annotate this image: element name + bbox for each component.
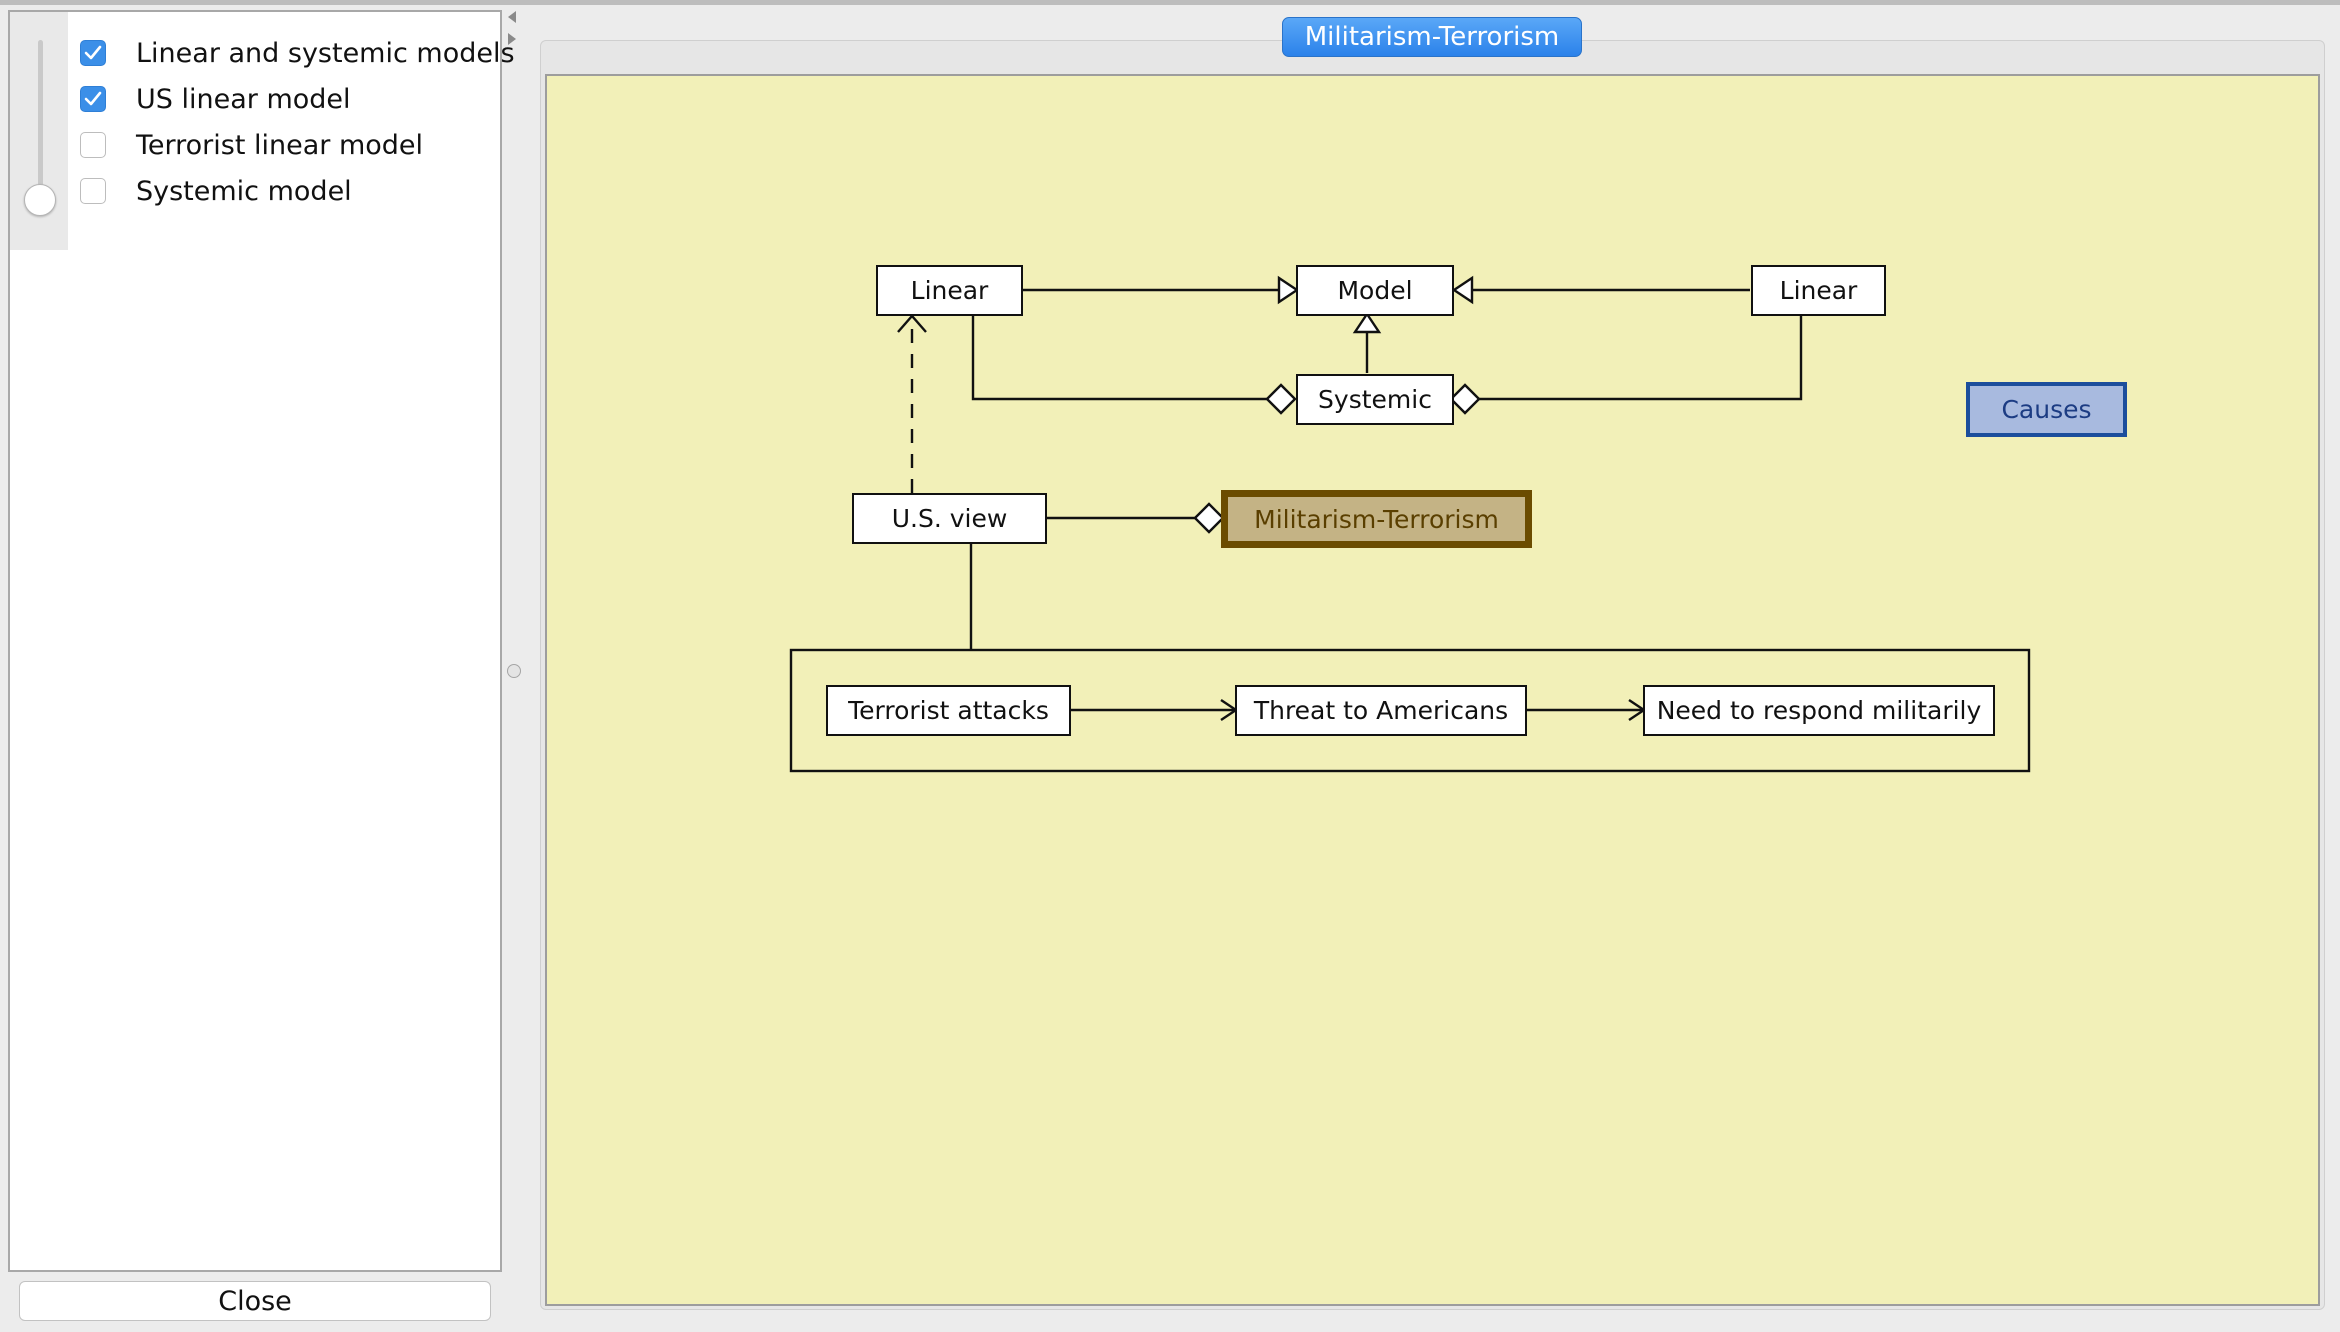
slider-track: [38, 40, 43, 200]
window-top-edge: [0, 0, 2340, 5]
layer-label: Systemic model: [136, 175, 352, 207]
node-systemic[interactable]: Systemic: [1296, 374, 1454, 425]
close-button[interactable]: Close: [19, 1281, 491, 1321]
layer-item-systemic[interactable]: Systemic model: [80, 168, 515, 214]
node-causes[interactable]: Causes: [1966, 382, 2127, 437]
diagram-canvas[interactable]: Linear Model Linear Systemic U.S. view M…: [545, 74, 2320, 1306]
checkbox-systemic[interactable]: [80, 178, 106, 204]
checkbox-us-linear[interactable]: [80, 86, 106, 112]
node-threat-to-americans[interactable]: Threat to Americans: [1235, 685, 1527, 736]
node-model[interactable]: Model: [1296, 265, 1454, 316]
node-terrorist-attacks[interactable]: Terrorist attacks: [826, 685, 1071, 736]
zoom-slider[interactable]: [10, 12, 68, 250]
checkbox-linear-and-systemic[interactable]: [80, 40, 106, 66]
checkmark-icon: [84, 45, 102, 60]
collapse-arrows-icon[interactable]: [505, 8, 519, 48]
layer-item-terrorist-linear[interactable]: Terrorist linear model: [80, 122, 515, 168]
slider-knob[interactable]: [24, 184, 56, 216]
layer-list: Linear and systemic models US linear mod…: [80, 30, 515, 214]
layer-item-linear-and-systemic[interactable]: Linear and systemic models: [80, 30, 515, 76]
node-militarism-terrorism[interactable]: Militarism-Terrorism: [1221, 490, 1532, 548]
node-linear-left[interactable]: Linear: [876, 265, 1023, 316]
tab-militarism-terrorism[interactable]: Militarism-Terrorism: [1282, 17, 1582, 57]
layer-item-us-linear[interactable]: US linear model: [80, 76, 515, 122]
split-handle[interactable]: [507, 664, 521, 678]
layer-label: Linear and systemic models: [136, 37, 515, 69]
diagram-connectors: [789, 275, 2031, 773]
checkmark-icon: [84, 91, 102, 106]
node-us-view[interactable]: U.S. view: [852, 493, 1047, 544]
checkbox-terrorist-linear[interactable]: [80, 132, 106, 158]
node-need-to-respond[interactable]: Need to respond militarily: [1643, 685, 1995, 736]
node-linear-right[interactable]: Linear: [1751, 265, 1886, 316]
layer-label: US linear model: [136, 83, 351, 115]
layer-label: Terrorist linear model: [136, 129, 424, 161]
layers-panel: Linear and systemic models US linear mod…: [8, 10, 515, 1272]
